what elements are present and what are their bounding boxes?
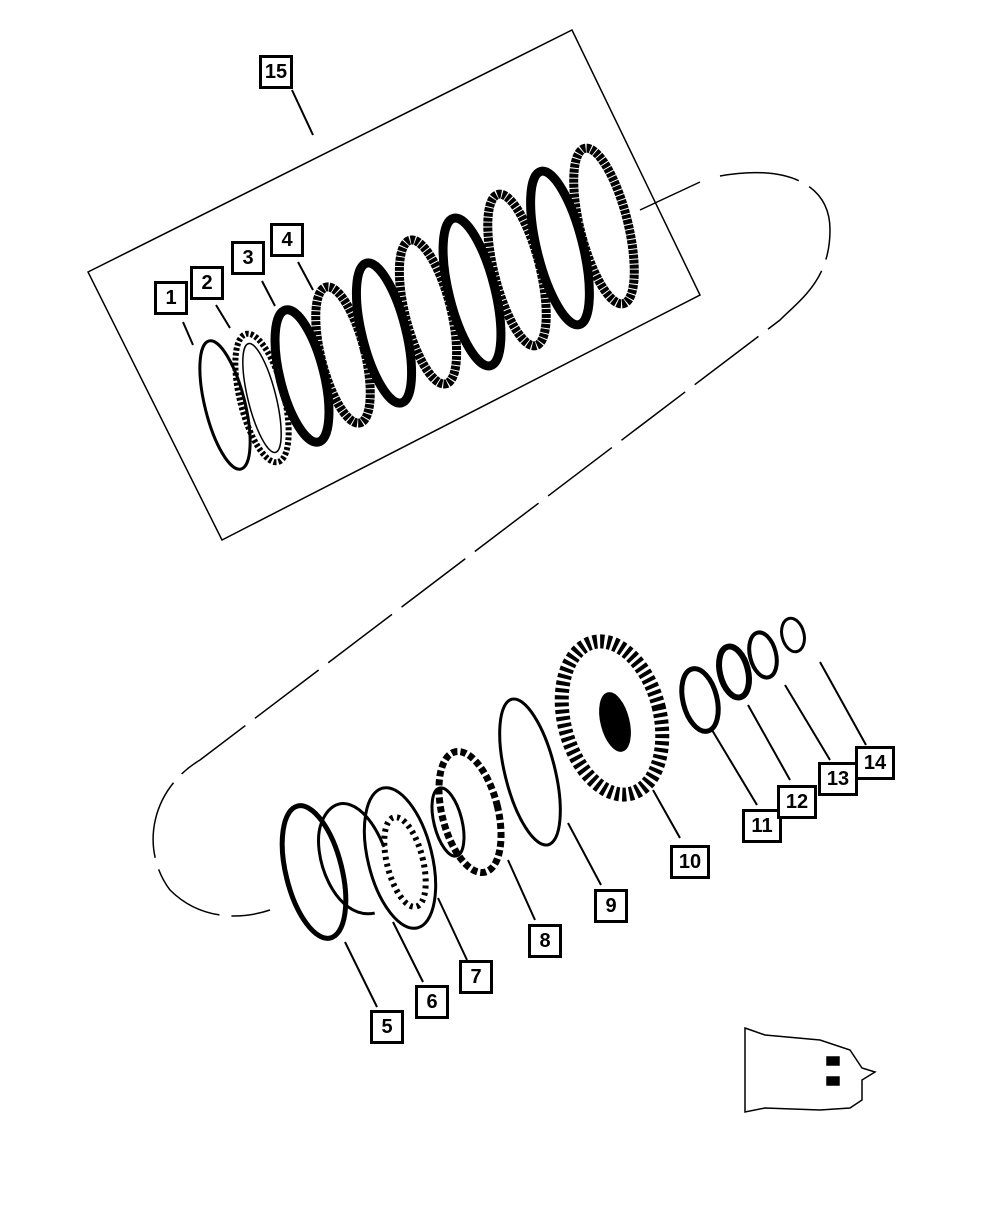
callout-2[interactable]: 2 [190, 266, 224, 300]
part-10-drum [554, 634, 670, 802]
callout-1[interactable]: 1 [154, 281, 188, 315]
callout-10[interactable]: 10 [670, 845, 710, 879]
clutch-pack [198, 143, 639, 471]
kit-outline [86, 28, 701, 542]
callout-7[interactable]: 7 [459, 960, 493, 994]
lower-parts [279, 616, 806, 941]
part-13-washer [747, 630, 779, 680]
callout-9[interactable]: 9 [594, 889, 628, 923]
part-9-ring [498, 697, 562, 847]
clutch-disc [569, 143, 639, 309]
callout-8[interactable]: 8 [528, 924, 562, 958]
callout-15[interactable]: 15 [259, 55, 293, 89]
callout-11[interactable]: 11 [742, 809, 782, 843]
callout-12[interactable]: 12 [777, 785, 817, 819]
callout-14[interactable]: 14 [855, 746, 895, 780]
part-6-snap-ring [317, 802, 386, 916]
callout-13[interactable]: 13 [818, 762, 858, 796]
transmission-locator-icon [744, 1026, 877, 1113]
callout-3[interactable]: 3 [231, 241, 265, 275]
part-5-plate [279, 803, 349, 941]
part-8-hub [435, 747, 505, 877]
clutch-disc [526, 166, 594, 330]
callout-5[interactable]: 5 [370, 1010, 404, 1044]
part-7-spring-plate [362, 786, 438, 930]
part-14-snap-ring [780, 616, 806, 654]
leader-lines [182, 89, 867, 1008]
callout-6[interactable]: 6 [415, 985, 449, 1019]
clutch-disc [438, 213, 506, 371]
assembly-path-dashed [152, 171, 831, 917]
part-11-bearing [679, 666, 721, 734]
part-12-seal [716, 643, 752, 701]
snap-ring [198, 339, 252, 471]
callout-4[interactable]: 4 [270, 223, 304, 257]
